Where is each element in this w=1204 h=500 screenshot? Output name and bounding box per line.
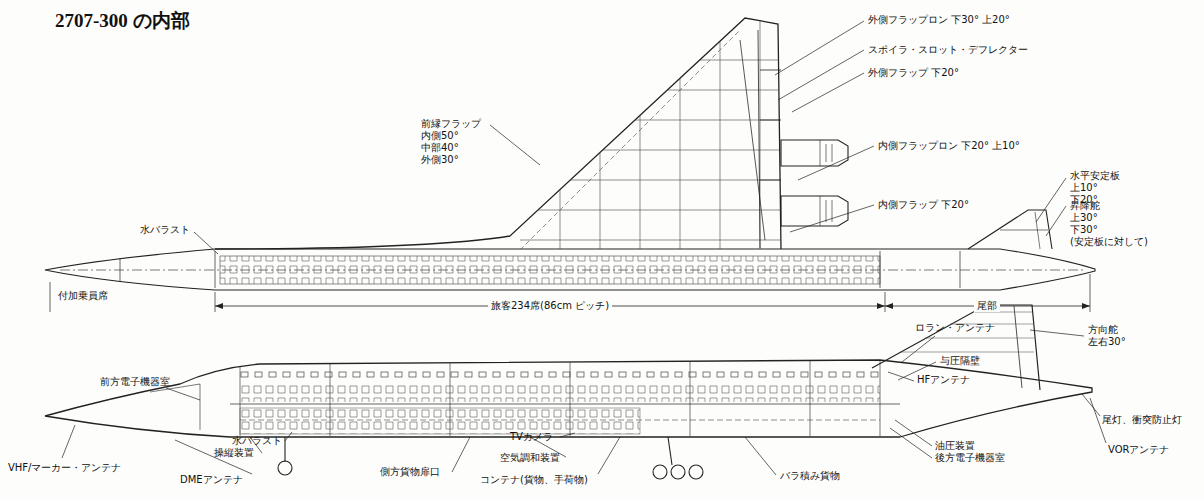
engine-nacelle: [781, 196, 848, 226]
title: 2707-300 の内部: [55, 10, 190, 32]
part-label: DMEアンテナ: [180, 474, 243, 486]
fuselage-plan: [45, 249, 1095, 290]
part-label: バラ積み貨物: [780, 470, 840, 482]
dimension-line: [215, 306, 1090, 307]
part-label: 側方貨物扉口: [380, 466, 440, 478]
part-label: 操縦装置: [214, 447, 254, 459]
part-label: VHF/マーカー・アンテナ: [8, 462, 121, 474]
part-label: 外側フラップ 下20°: [868, 67, 959, 79]
part-label: 空気調和装置: [500, 452, 560, 464]
part-label: VORアンテナ: [1108, 444, 1169, 456]
part-label: ロラン・アンテナ: [915, 322, 995, 334]
part-label: 水バラスト: [232, 435, 282, 447]
dimension-label: 旅客234席(86cm ピッチ): [488, 300, 612, 312]
leader-line: [62, 21, 1106, 475]
part-label: 与圧隔壁: [940, 355, 980, 367]
part-label: 油圧装置: [935, 440, 975, 452]
main-gear: [668, 437, 672, 465]
part-label: 尾灯、衝突防止灯: [1102, 414, 1182, 426]
part-label: 内側フラップ 下20°: [878, 199, 969, 211]
fuselage-side: [45, 360, 1092, 437]
part-label: 後方電子機器室: [935, 452, 1005, 464]
part-label: スポイラ・スロット・デフレクター: [868, 44, 1028, 56]
part-label: 付加乗員席: [55, 290, 111, 302]
part-label: 昇降舵 上30° 下30° (安定板に対して): [1070, 200, 1124, 248]
part-label: 内側フラップロン 下20° 上10°: [878, 140, 1020, 152]
part-label: TVカメラ: [510, 431, 553, 443]
horizontal-stabilizer: [968, 210, 1052, 249]
part-label: 水バラスト: [140, 224, 190, 236]
part-label: コンテナ(貨物、手荷物): [480, 474, 588, 486]
wing: [215, 18, 781, 249]
part-label: 方向舵 左右30°: [1088, 324, 1134, 348]
part-label: 前縁フラップ 内側50° 中部40° 外側30°: [421, 118, 477, 166]
part-label: 前方電子機器室: [100, 376, 170, 388]
part-label: HFアンテナ: [917, 374, 970, 386]
vertical-fin: [872, 305, 1040, 390]
part-label: 外側フラップロン 下30° 上20°: [868, 14, 1010, 26]
dimension-label: 尾部: [974, 300, 1000, 312]
